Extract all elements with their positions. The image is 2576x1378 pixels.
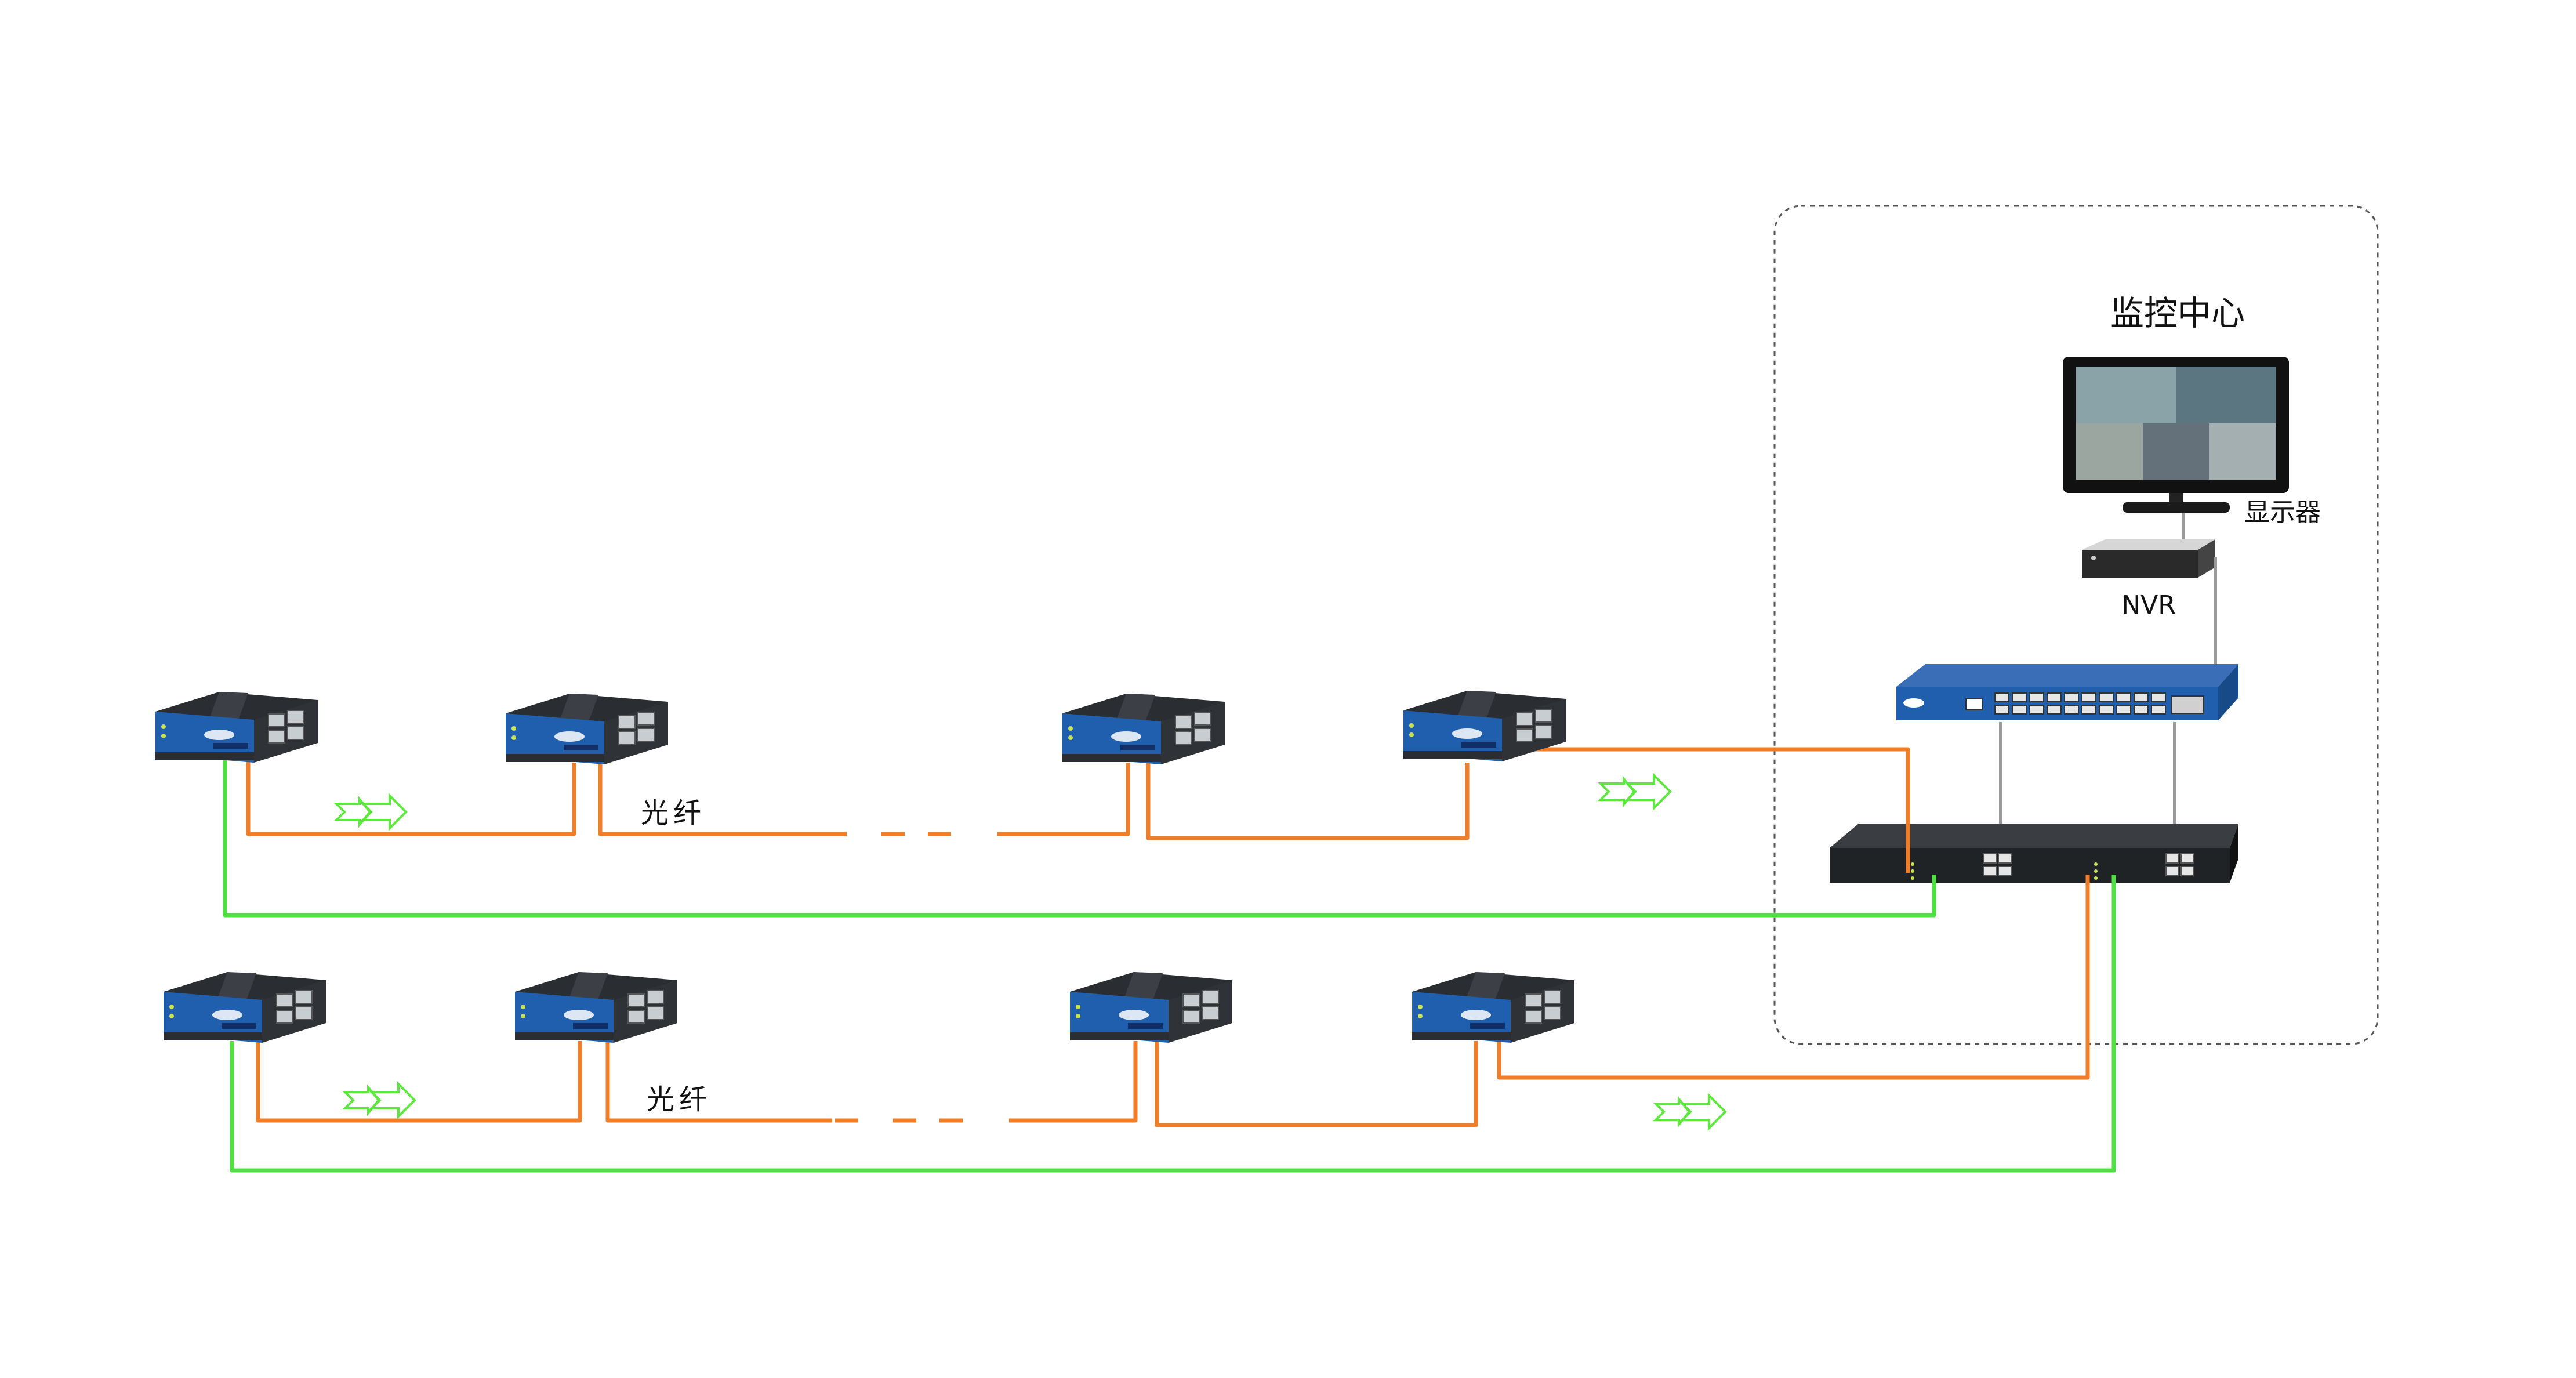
flow-arrow-r1-left-icon [335, 795, 407, 829]
flow-arrow-r2-right-icon [1655, 1094, 1726, 1129]
monitor-icon [2063, 357, 2289, 513]
row2-fiber-links [256, 875, 2090, 1127]
industrial-switch-r2-4-icon [1412, 971, 1575, 1043]
flow-arrow-r1-right-icon [1599, 774, 1671, 809]
industrial-switch-r1-3-icon [1062, 693, 1225, 765]
fiber-rack-chassis-icon [1830, 824, 2238, 883]
monitoring-center-title: 监控中心 [2110, 293, 2245, 333]
row2-green-link [230, 875, 2116, 1173]
industrial-switch-r2-2-icon [514, 971, 678, 1043]
fiber-label-row1: 光纤 [641, 797, 706, 829]
monitor-label: 显示器 [2244, 498, 2321, 527]
core-switch-icon [1896, 664, 2238, 720]
industrial-switch-r1-1-icon [155, 691, 318, 763]
industrial-switch-r2-1-icon [163, 971, 326, 1043]
nvr-device-icon [2082, 539, 2215, 578]
industrial-switch-r1-2-icon [505, 693, 669, 765]
flow-arrow-r2-left-icon [344, 1083, 416, 1118]
monitoring-center-boundary [1773, 205, 2379, 1045]
row1-green-link [223, 748, 1936, 918]
row1-fiber-links [246, 747, 1910, 873]
industrial-switch-r2-3-icon [1069, 971, 1233, 1043]
nvr-label: NVR [2121, 590, 2176, 620]
fiber-label-row2: 光纤 [647, 1083, 712, 1116]
